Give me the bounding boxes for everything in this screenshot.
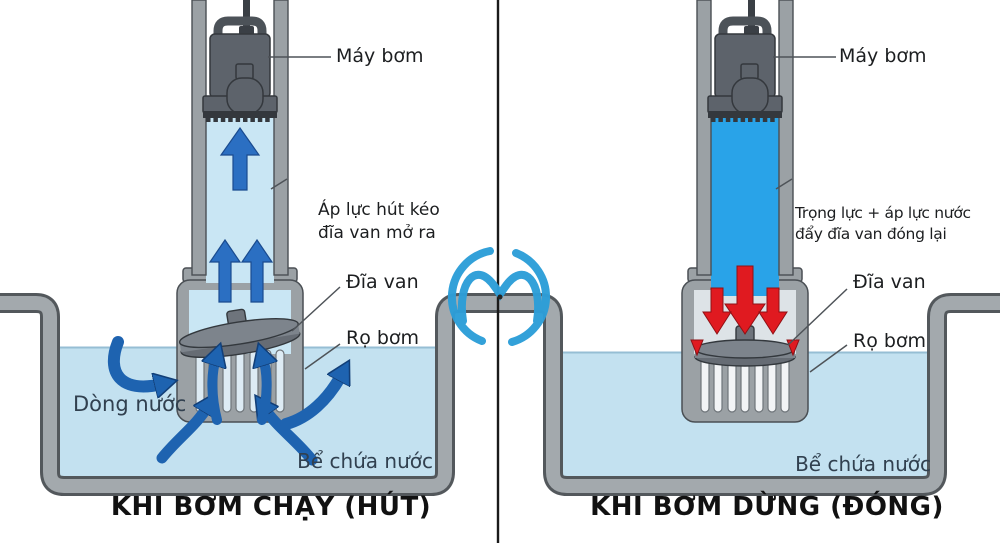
left-pump-motor: [202, 0, 278, 122]
watermark-logo-icon: [447, 247, 551, 346]
left-pump-label: Máy bơm: [336, 45, 424, 67]
left-inflow-arrows: [108, 336, 342, 466]
left-suction-arrows: [208, 126, 274, 303]
left-pipe-wall: [191, 0, 207, 276]
pump-handle-icon: [718, 16, 772, 51]
left-pipe-wall: [273, 0, 289, 276]
left-tank-label: Bể chứa nước: [297, 449, 433, 473]
right-force-arrows: [690, 265, 800, 357]
right-pipe-wall: [778, 0, 794, 276]
right-valve-disc-label: Đĩa van: [853, 271, 926, 293]
left-valve-disc-label: Đĩa van: [346, 271, 419, 293]
left-pressure-note-line1: Áp lực hút kéo: [318, 200, 440, 220]
left-strainer-label: Rọ bơm: [346, 327, 420, 349]
leader-lines: [268, 56, 848, 373]
right-panel-caption: KHI BƠM DỪNG (ĐÓNG): [590, 492, 944, 522]
right-pressure-note-line1: Trọng lực + áp lực nước: [795, 204, 971, 222]
pump-vent-teeth: [206, 117, 270, 122]
left-pressure-note: Áp lực hút kéo đĩa van mở ra: [318, 199, 440, 245]
left-pressure-note-line2: đĩa van mở ra: [318, 222, 436, 243]
left-water-flow-label: Dòng nước: [73, 392, 187, 416]
left-pump-assembly: [176, 0, 304, 423]
right-strainer-label: Rọ bơm: [853, 330, 927, 352]
right-pressure-note-line2: đẩy đĩa van đóng lại: [795, 224, 947, 243]
panel-divider: [496, 0, 500, 543]
right-pump-label: Máy bơm: [839, 45, 927, 67]
right-pump-motor: [707, 0, 783, 122]
pump-vent-teeth: [711, 117, 775, 122]
right-pressure-note: Trọng lực + áp lực nước đẩy đĩa van đóng…: [795, 203, 971, 245]
right-pump-assembly: [681, 0, 809, 423]
left-panel-caption: KHI BƠM CHẠY (HÚT): [110, 492, 432, 522]
right-pipe-wall: [696, 0, 712, 276]
right-tank-label: Bể chứa nước: [795, 452, 931, 476]
pump-handle-icon: [213, 16, 267, 51]
